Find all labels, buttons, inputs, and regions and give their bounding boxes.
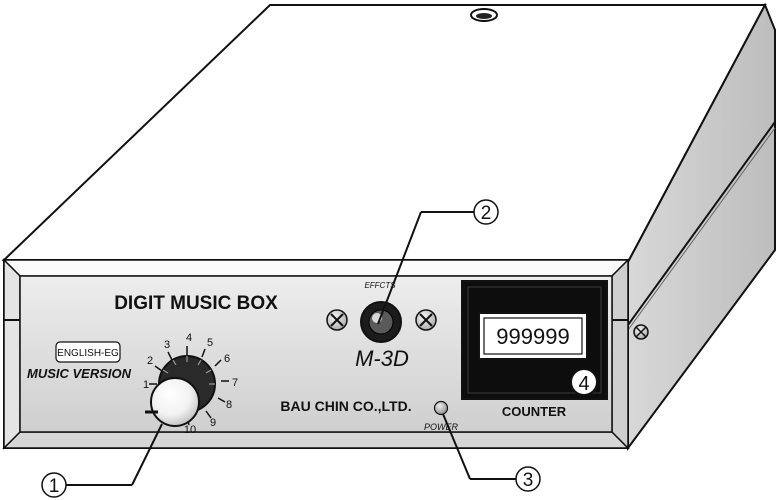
top-vent-hole <box>470 8 498 22</box>
box-body <box>1 2 776 452</box>
callout-3-number: 3 <box>523 470 534 491</box>
counter-label: COUNTER <box>502 404 567 419</box>
effects-label: EFFCTS <box>364 281 396 290</box>
effects-switch[interactable] <box>360 301 402 343</box>
language-badge: ENGLISH-EG <box>55 341 121 363</box>
callout-2: 2 <box>377 199 499 325</box>
manufacturer-label: BAU CHIN CO.,LTD. <box>280 398 411 414</box>
dial-tick-9: 9 <box>210 417 216 429</box>
dial-tick-7: 7 <box>232 377 238 389</box>
dial-tick-10: 10 <box>184 424 196 436</box>
callout-1-number: 1 <box>49 476 60 497</box>
dial-tick-3: 3 <box>164 339 170 351</box>
right-panel-screw <box>415 309 437 331</box>
callout-3: 3 <box>442 413 541 492</box>
power-led <box>433 400 449 416</box>
tune-knob[interactable] <box>145 355 216 427</box>
counter-value: 999999 <box>496 324 569 349</box>
device-title: DIGIT MUSIC BOX <box>114 293 278 314</box>
dial-tick-6: 6 <box>224 353 230 365</box>
dial-tick-2: 2 <box>147 355 153 367</box>
dial-tick-4: 4 <box>186 332 192 344</box>
callout-4: 4 <box>570 368 598 396</box>
counter-unit: 999999 <box>461 280 608 400</box>
side-screw <box>633 324 649 340</box>
dial-tick-5: 5 <box>207 337 213 349</box>
language-badge-text: ENGLISH-EG <box>57 348 119 359</box>
dial-tick-1: 1 <box>143 379 149 391</box>
callout-2-number: 2 <box>481 203 492 224</box>
left-panel-screw <box>326 309 348 331</box>
callout-4-number: 4 <box>578 373 589 395</box>
music-version-label: MUSIC VERSION <box>27 366 132 381</box>
model-label: M-3D <box>355 346 409 371</box>
dial-tick-8: 8 <box>226 399 232 411</box>
callout-1: 1 <box>41 423 163 498</box>
power-label: POWER <box>424 422 459 432</box>
